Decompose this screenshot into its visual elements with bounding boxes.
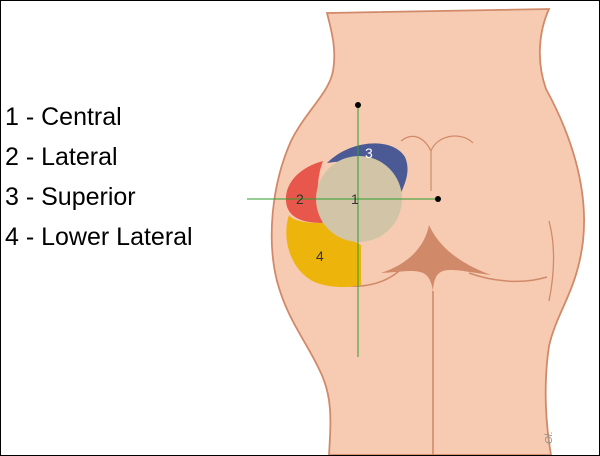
zone-legend: 1 - Central 2 - Lateral 3 - Superior 4 -… [5,97,193,257]
zone-3-superior [327,143,408,193]
artist-signature: Ol. [544,431,555,444]
zone-label-4: 4 [316,248,324,264]
zone-label-3: 3 [365,145,373,161]
right-gluteal-fold [468,272,548,283]
zone-label-1: 1 [351,191,359,207]
legend-item-lower-lateral: 4 - Lower Lateral [5,223,193,251]
lateral-landmark-dot [435,196,441,202]
zone-label-2: 2 [296,191,304,207]
zone-4-lower-lateral [286,215,361,287]
legend-item-central: 1 - Central [5,103,122,131]
legend-item-lateral: 2 - Lateral [5,143,118,171]
right-hip-curve [548,220,555,302]
legend-item-superior: 3 - Superior [5,183,136,211]
intergluteal-cleft [381,225,491,291]
zone-2-lateral [285,161,323,223]
superior-landmark-dot [355,102,361,108]
